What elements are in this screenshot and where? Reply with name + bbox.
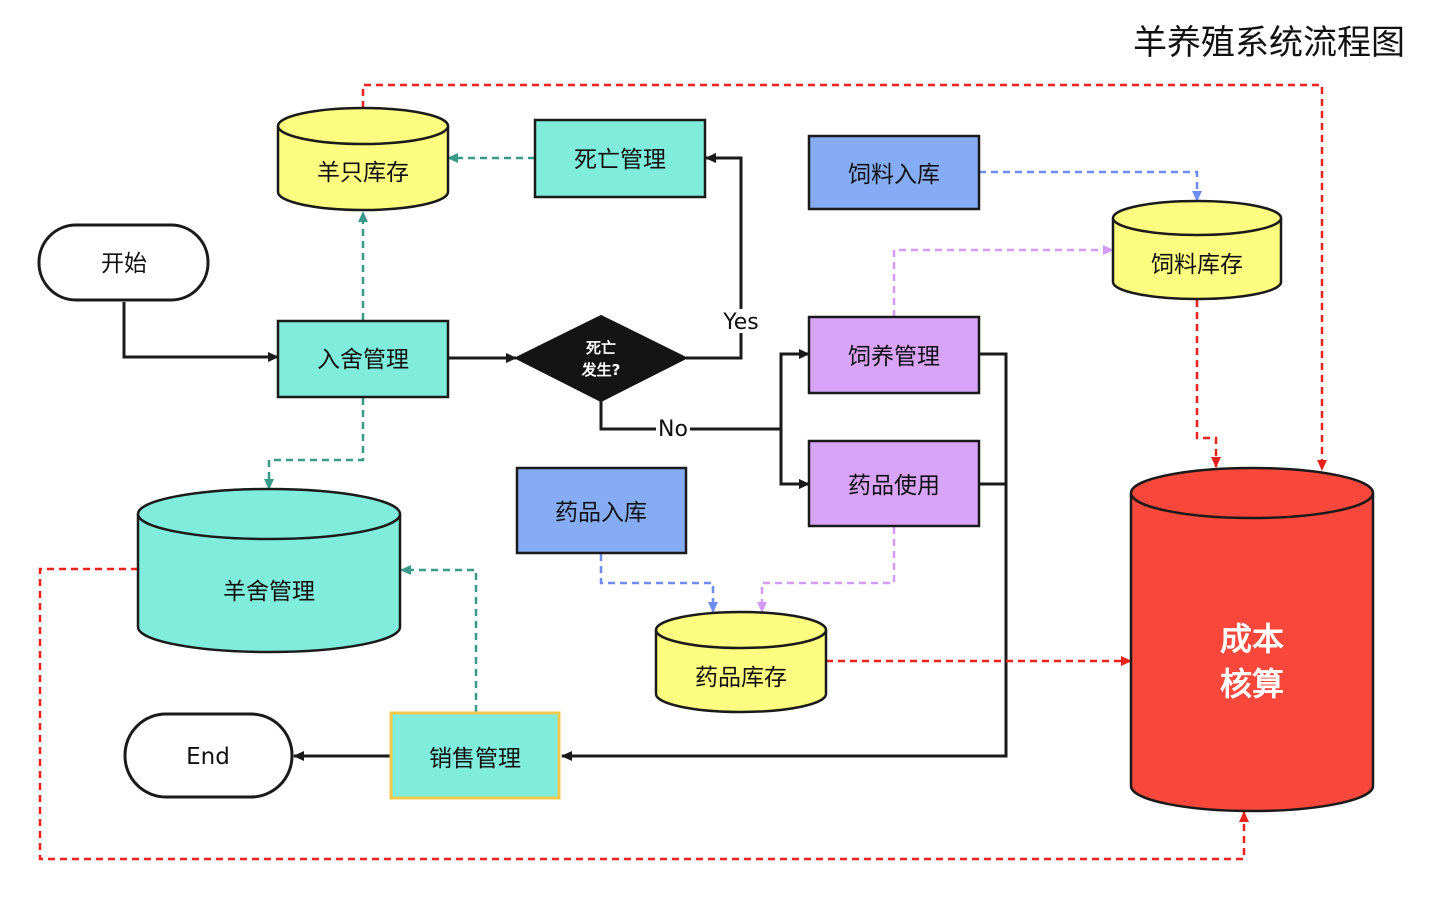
edge-feed-stock-to-cost [1195, 300, 1221, 468]
edge-label-no: No [658, 417, 688, 442]
checkin-label: 入舍管理 [317, 347, 409, 373]
start-terminator[interactable]: 开始 [37, 223, 210, 302]
feeding-label: 饲养管理 [848, 344, 940, 370]
cost-accounting-storage[interactable]: 成本 核算 [1129, 466, 1375, 813]
feeding-process[interactable]: 饲养管理 [807, 315, 981, 395]
feed-in-label: 饲料入库 [848, 162, 940, 188]
edge-start-to-checkin [122, 302, 279, 362]
medicine-use-label: 药品使用 [848, 473, 940, 499]
cost-label-line2: 核算 [1220, 665, 1284, 703]
cost-edges [38, 83, 1327, 861]
edge-feeding-to-sales [561, 352, 1008, 761]
medicine-stock-storage[interactable]: 药品库存 [654, 610, 828, 714]
death-decision[interactable]: 死亡 发生? [513, 314, 689, 403]
medicine-in-label: 药品入库 [555, 500, 647, 526]
decision-label-line2: 发生? [581, 361, 621, 379]
edge-decision-yes-to-death [686, 153, 743, 360]
sales-process[interactable]: 销售管理 [389, 711, 561, 800]
no-label-bg [656, 416, 690, 441]
edge-medicine-use-to-medicine-stock [757, 527, 896, 613]
feed-stock-label: 饲料库存 [1151, 252, 1243, 278]
death-mgmt-label: 死亡管理 [574, 147, 666, 173]
end-terminator[interactable]: End [123, 712, 294, 799]
sheep-stock-storage[interactable]: 羊只库存 [276, 106, 450, 212]
feed-stock-storage[interactable]: 饲料库存 [1111, 199, 1283, 301]
edge-label-yes: Yes [722, 310, 759, 335]
cost-label-line1: 成本 [1220, 620, 1284, 658]
edge-feeding-to-feed-stock [892, 245, 1114, 317]
edge-decision-no [599, 401, 781, 431]
consumption-edges [757, 245, 1114, 613]
edge-no-to-medicine-use [779, 429, 810, 489]
medicine-in-process[interactable]: 药品入库 [515, 466, 688, 555]
sheep-stock-label: 羊只库存 [317, 160, 409, 186]
medicine-stock-label: 药品库存 [695, 665, 787, 691]
main-flow-edges [122, 153, 1008, 761]
edge-checkin-to-pen [264, 398, 365, 490]
pen-mgmt-storage[interactable]: 羊舍管理 [136, 487, 402, 654]
end-label: End [186, 744, 230, 770]
feed-in-process[interactable]: 饲料入库 [807, 134, 981, 211]
medicine-use-process[interactable]: 药品使用 [807, 439, 981, 528]
edge-sales-to-pen [400, 565, 478, 712]
sheep-stock-edges [264, 153, 535, 712]
death-mgmt-process[interactable]: 死亡管理 [533, 118, 707, 199]
sales-label: 销售管理 [429, 746, 521, 772]
edge-medicine-in-to-medicine-stock [599, 554, 718, 613]
edge-pen-to-cost [38, 567, 1249, 861]
diagram-title: 羊养殖系统流程图 [1133, 23, 1405, 63]
decision-label-line1: 死亡 [586, 339, 616, 357]
pen-mgmt-label: 羊舍管理 [223, 579, 315, 605]
inbound-edges [599, 170, 1202, 613]
yes-label-bg [722, 309, 762, 333]
checkin-process[interactable]: 入舍管理 [276, 319, 450, 399]
edge-feed-in-to-feed-stock [979, 170, 1202, 202]
edge-no-to-feeding [779, 349, 810, 429]
start-label: 开始 [101, 251, 147, 277]
